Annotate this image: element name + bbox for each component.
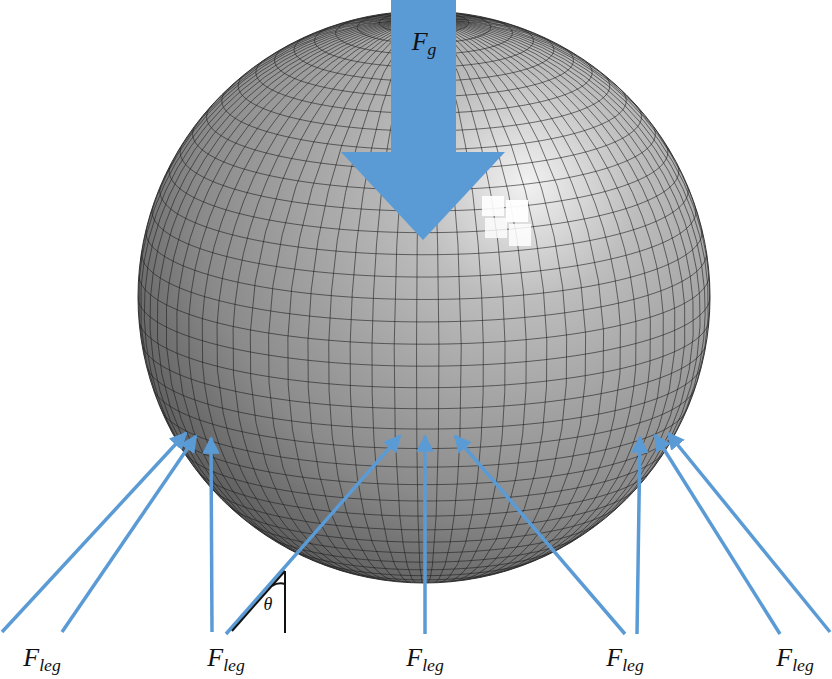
- angle-marker: [232, 571, 285, 633]
- gravity-arrow: [341, 0, 505, 240]
- force-label: Fg: [412, 29, 437, 55]
- force-label: Fleg: [606, 645, 643, 671]
- force-label: Fleg: [23, 645, 60, 671]
- force-label: Fleg: [776, 645, 813, 671]
- leg-force-arrows: [2, 433, 830, 634]
- force-label: Fleg: [207, 645, 244, 671]
- force-label: Fleg: [406, 645, 443, 671]
- highlight: [482, 196, 531, 246]
- angle-label: θ: [264, 595, 273, 613]
